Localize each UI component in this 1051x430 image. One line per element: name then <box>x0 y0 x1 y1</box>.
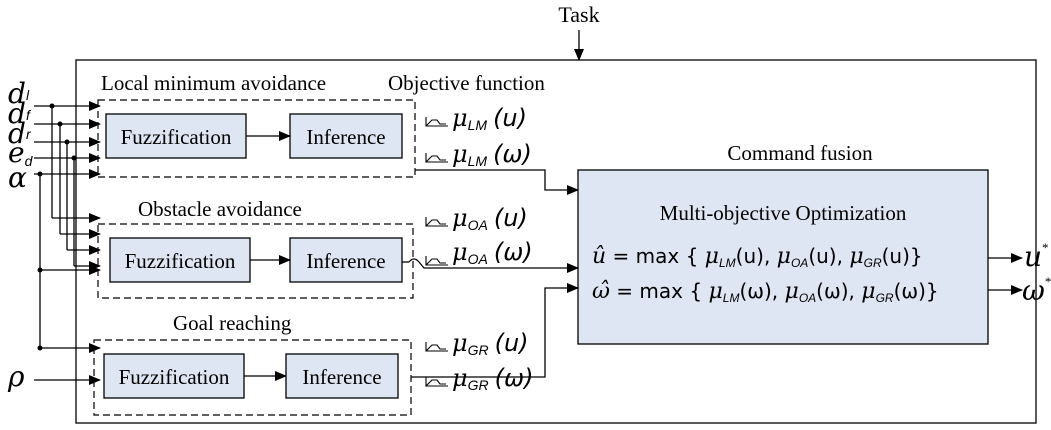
goal-block: Goal reaching Fuzzification Inference <box>93 311 412 416</box>
obstacle-inference-label: Inference <box>306 249 385 273</box>
mu-oa-omega: μOA(ω) <box>452 238 533 267</box>
equation-u: û = max { μLM(u), μOA(u), μGR(u)} <box>592 244 923 270</box>
mu-gr-u: μGR(u) <box>452 329 529 358</box>
local-minimum-fuzzification <box>105 113 247 159</box>
mu-gr-omega: μGR(ω) <box>452 364 533 393</box>
mu-lm-omega: μLM(ω) <box>452 140 532 169</box>
input-d-l: dl <box>8 77 30 110</box>
obstacle-inference <box>289 237 403 283</box>
input-d-f: df <box>8 97 32 130</box>
system-frame <box>75 59 1037 424</box>
goal-title: Goal reaching <box>173 311 292 335</box>
mf-icon <box>425 342 448 352</box>
obstacle-block: Obstacle avoidance Fuzzification Inferen… <box>97 197 414 299</box>
mf-icon <box>425 153 448 163</box>
obstacle-fuzzification-label: Fuzzification <box>125 249 236 273</box>
obstacle-title: Obstacle avoidance <box>138 197 302 221</box>
mf-glyphs <box>425 117 448 387</box>
command-fusion-title: Command fusion <box>727 141 873 165</box>
mf-icon <box>425 217 448 227</box>
goal-fuzzification <box>103 353 245 399</box>
input-wiring <box>34 101 101 385</box>
input-e-d: ed <box>8 136 34 169</box>
command-fusion-box <box>577 169 989 345</box>
local-minimum-fuzzification-label: Fuzzification <box>121 125 232 149</box>
local-minimum-title: Local minimum avoidance <box>101 71 326 95</box>
obstacle-fuzzification <box>109 237 251 283</box>
mu-lm-u: μLM(u) <box>452 104 527 133</box>
goal-inference-label: Inference <box>302 365 381 389</box>
output-u: u* <box>1024 240 1049 273</box>
mu-oa-u: μOA(u) <box>452 204 528 233</box>
optimization-subtitle: Multi-objective Optimization <box>660 201 907 225</box>
equation-omega: ω̂ = max { μLM(ω), μOA(ω), μGR(ω)} <box>592 279 939 305</box>
input-d-r: dr <box>8 117 32 150</box>
output-wiring <box>402 169 579 378</box>
mf-icon <box>425 256 448 266</box>
mf-icon <box>425 377 448 387</box>
local-minimum-inference <box>289 113 403 159</box>
task-label: Task <box>558 2 599 27</box>
goal-fuzzification-label: Fuzzification <box>119 365 230 389</box>
input-labels: dl df dr ed α ρ <box>7 77 34 393</box>
goal-inference <box>285 353 399 399</box>
local-minimum-inference-label: Inference <box>306 125 385 149</box>
objective-function-label: Objective function <box>388 71 545 95</box>
input-alpha: α <box>8 161 27 194</box>
output-omega: ω* <box>1022 274 1051 307</box>
input-rho: ρ <box>7 360 25 393</box>
mf-icon <box>425 117 448 127</box>
objective-labels: μLM(u) μLM(ω) μOA(u) μOA(ω) μGR(u) μGR(ω… <box>452 104 533 393</box>
obstacle-frame <box>97 223 414 299</box>
local-minimum-block: Local minimum avoidance Fuzzification In… <box>97 71 416 178</box>
local-minimum-frame <box>97 99 416 178</box>
